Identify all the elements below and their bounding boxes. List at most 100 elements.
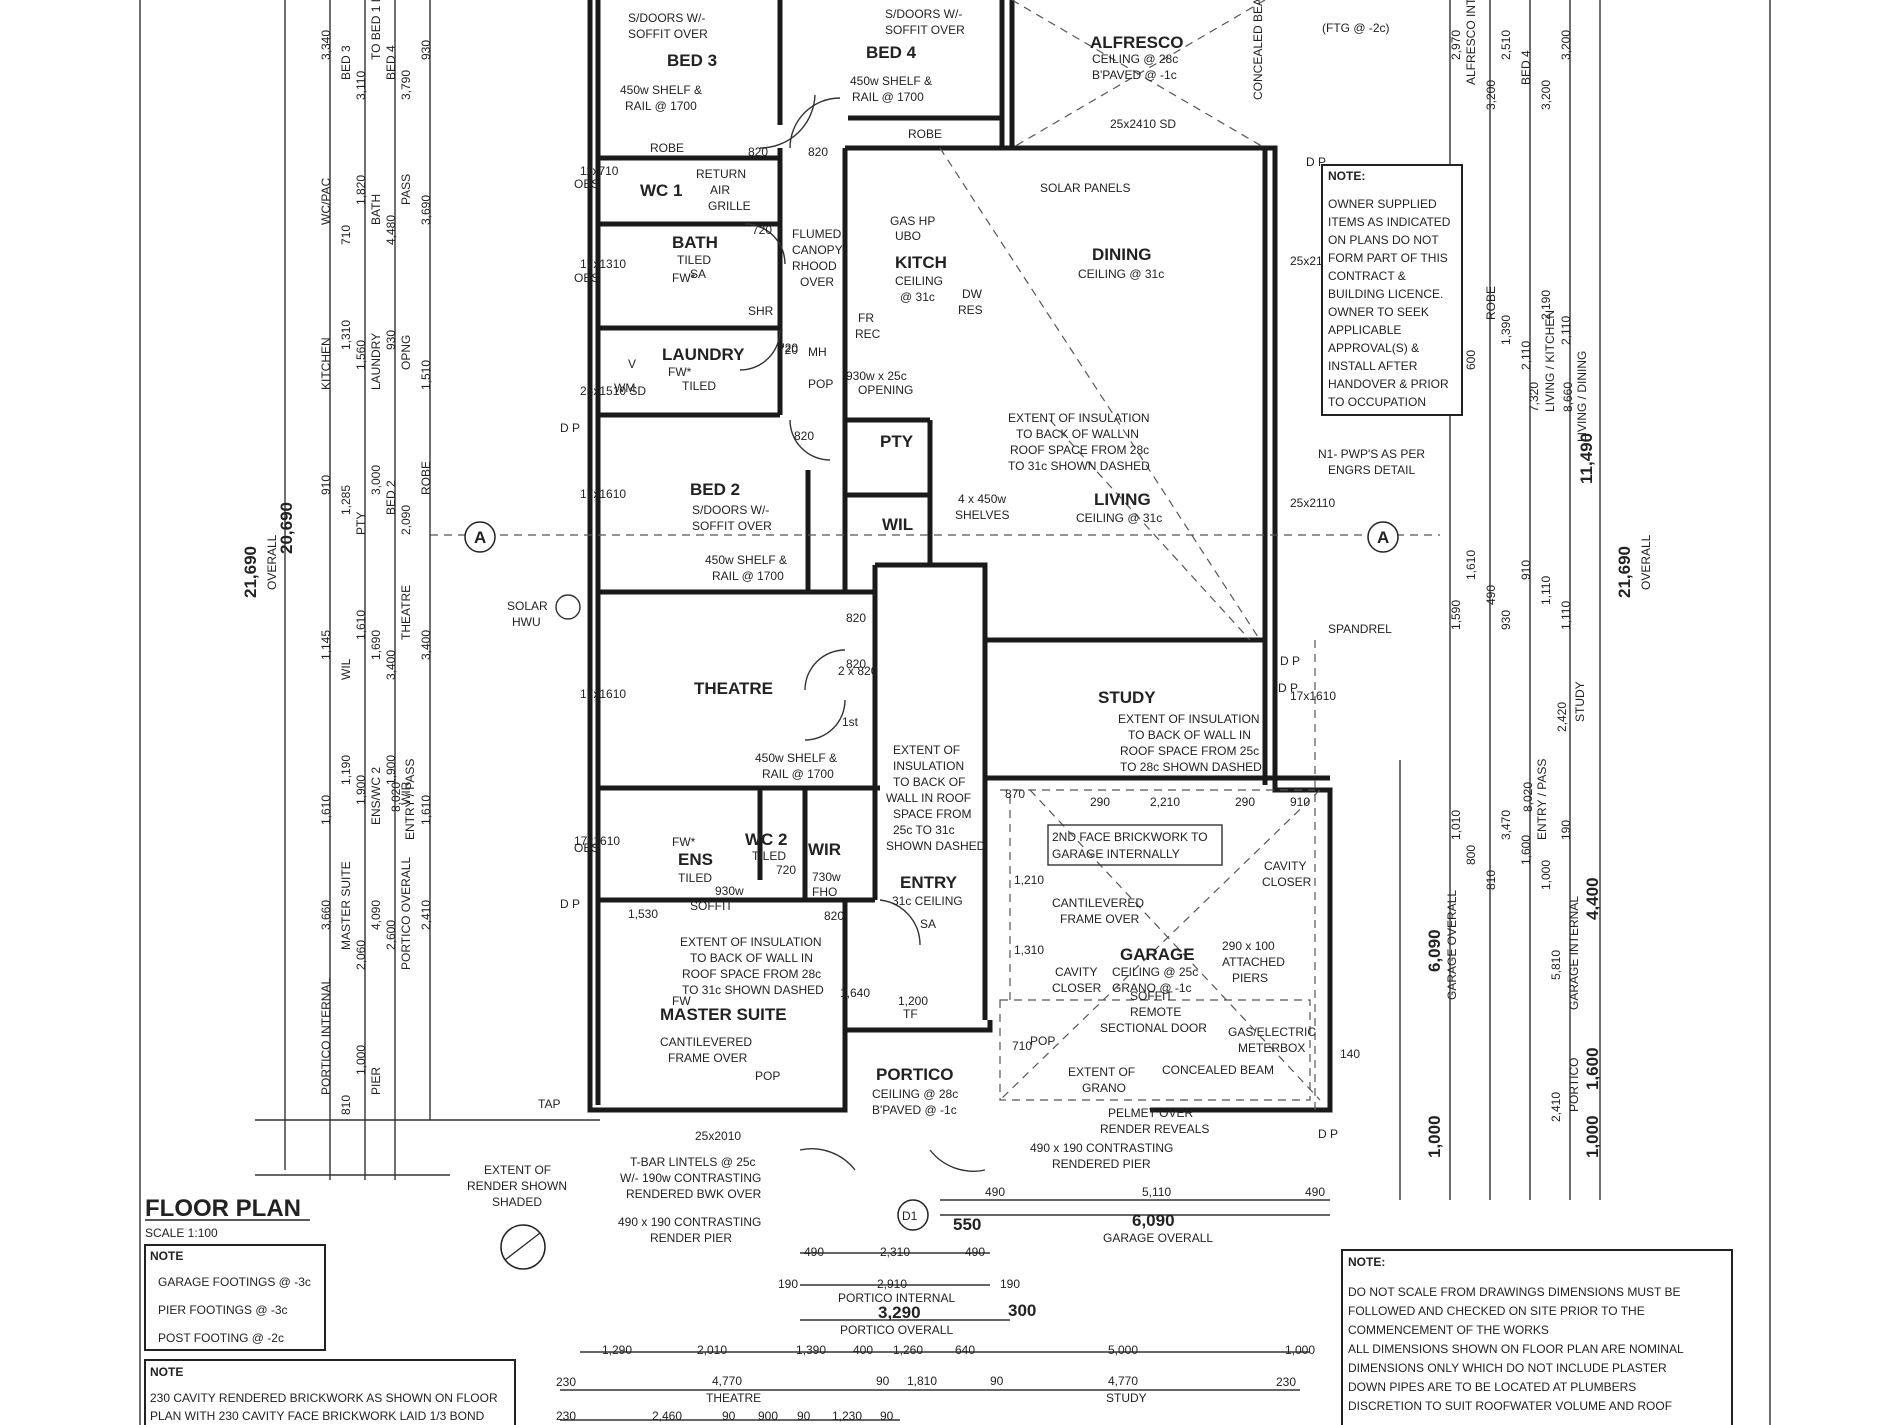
portico-paved: B'PAVED @ -1c <box>872 1103 957 1117</box>
garage-grano: GRANO @ -1c <box>1112 981 1192 995</box>
pelmet: PELMET OVER <box>1108 1106 1193 1120</box>
ins4: EXTENT OF INSULATION <box>680 935 822 949</box>
ins4b: TO BACK OF WALL IN <box>690 951 813 965</box>
right-col-dim: 1,000 <box>1539 860 1553 890</box>
bed3-rail: RAIL @ 1700 <box>625 99 697 113</box>
dim-4770b: 4,770 <box>1108 1374 1138 1388</box>
dim-90c: 90 <box>722 1409 736 1423</box>
general-note-line: DO NOT SCALE FROM DRAWINGS DIMENSIONS MU… <box>1348 1285 1680 1299</box>
cavity-closer-left: CAVITY <box>1055 965 1097 979</box>
left-col-dim: 1,900 <box>384 755 398 785</box>
solar-hwu2: HWU <box>512 615 541 629</box>
wc1-label: WC 1 <box>640 181 683 200</box>
portico-label: PORTICO <box>876 1065 953 1084</box>
portico-dim: 2,410 <box>1549 1092 1563 1122</box>
entry-pass-right-lbl: ENTRY / PASS <box>1535 759 1549 840</box>
remote2: SECTIONAL DOOR <box>1100 1021 1207 1035</box>
left-col-dim: 3,660 <box>319 900 333 930</box>
ens-tiled: TILED <box>678 871 712 885</box>
bed3-shelf: 450w SHELF & <box>620 83 702 97</box>
overall-left-lbl: OVERALL <box>265 534 279 590</box>
misc-label: 25x2410 SD <box>1110 117 1176 131</box>
right-col-dim: 1,610 <box>1464 550 1478 580</box>
alfresco-label: ALFRESCO <box>1090 33 1184 52</box>
pier-490: 490 x 190 CONTRASTING <box>1030 1141 1173 1155</box>
garage-top-dim: 290 <box>1090 795 1110 809</box>
garage-internal: 4,400 <box>1583 877 1602 920</box>
section-marker-icon <box>464 521 496 553</box>
left-col-dim: THEATRE <box>399 585 413 640</box>
left-col-dim: 710 <box>339 225 353 245</box>
dim-490c: 490 <box>804 1245 824 1259</box>
ens-label: ENS <box>678 850 713 869</box>
dim-490d: 490 <box>965 1245 985 1259</box>
misc-label: 140 <box>1340 1047 1360 1061</box>
dim-2010: 2,010 <box>697 1343 727 1357</box>
bed3-doors: S/DOORS W/- <box>628 11 705 25</box>
dim-230c: 230 <box>556 1409 576 1423</box>
misc-label: 1,530 <box>628 907 658 921</box>
theatre-shelf: 450w SHELF & <box>755 751 837 765</box>
duropost-ftg: (FTG @ -2c) <box>1322 21 1390 35</box>
left-col-dim: 930 <box>384 330 398 350</box>
footing-note-line: GARAGE FOOTINGS @ -3c <box>158 1275 311 1289</box>
pty-label: PTY <box>880 432 914 451</box>
render-extent2: RENDER SHOWN <box>467 1179 567 1193</box>
living-label: LIVING <box>1094 490 1151 509</box>
wir-label: WIR <box>808 840 841 859</box>
alfresco-paved: B'PAVED @ -1c <box>1092 68 1177 82</box>
left-col-dim: PASS <box>399 174 413 205</box>
brick-note-line: PLAN WITH 230 CAVITY FACE BRICKWORK LAID… <box>150 1409 485 1423</box>
insulation-note1d: TO 31c SHOWN DASHED <box>1008 459 1150 473</box>
return-air2: AIR <box>710 183 730 197</box>
left-col-dim: 3,340 <box>319 30 333 60</box>
misc-label: 820 <box>808 145 828 159</box>
owner-note-line: OWNER TO SEEK <box>1328 305 1429 319</box>
left-col-dim: LAUNDRY <box>369 333 383 390</box>
portico-ceiling: CEILING @ 28c <box>872 1087 958 1101</box>
grano-extent: EXTENT OF <box>1068 1065 1135 1079</box>
brick-note-box <box>1047 824 1223 866</box>
right-col-dim: 910 <box>1519 560 1533 580</box>
external-walls <box>587 0 1333 1113</box>
footing-note-line: PIER FOOTINGS @ -3c <box>158 1303 288 1317</box>
pelmet2: RENDER REVEALS <box>1100 1122 1209 1136</box>
dw-label: DW <box>962 287 983 301</box>
laundry-tiled: TILED <box>682 379 716 393</box>
dim-490b: 490 <box>1305 1185 1325 1199</box>
left-col-dim: 810 <box>339 1095 353 1115</box>
left-col-dim: BED 3 <box>339 45 353 80</box>
owner-note-line: ITEMS AS INDICATED <box>1328 215 1451 229</box>
misc-label: 720 <box>752 223 772 237</box>
owner-note-line: BUILDING LICENCE. <box>1328 287 1443 301</box>
owner-note-line: TO OCCUPATION <box>1328 395 1426 409</box>
dim-5000: 5,000 <box>1108 1343 1138 1357</box>
portico-internal: PORTICO INTERNAL <box>838 1291 955 1305</box>
opening-930: 930w x 25c <box>846 369 907 383</box>
render-extent3: SHADED <box>492 1195 542 1209</box>
left-col-dim: 1,560 <box>354 340 368 370</box>
portico-overall: PORTICO OVERALL <box>840 1323 953 1337</box>
wil-label: WIL <box>882 515 913 534</box>
v-label: V <box>628 357 636 371</box>
theatre-door: 2 x 820 <box>838 664 878 678</box>
piers3: PIERS <box>1232 971 1268 985</box>
ins2b: TO BACK OF WALL IN <box>1128 728 1251 742</box>
return-air: RETURN <box>696 167 746 181</box>
dim-6090: 6,090 <box>1132 1211 1175 1230</box>
right-col-dim: 490 <box>1484 585 1498 605</box>
right-col-dim: ROBE <box>1484 286 1498 320</box>
bath-fw: FW* <box>672 271 696 285</box>
living-dining-lbl: LIVING / DINING <box>1575 351 1589 442</box>
garage-overall-v-lbl: GARAGE OVERALL <box>1445 890 1459 1000</box>
owner-note-line: ON PLANS DO NOT <box>1328 233 1439 247</box>
solar-hwu: SOLAR <box>507 599 548 613</box>
left-col-dim: 910 <box>319 475 333 495</box>
brick-note: 2ND FACE BRICKWORK TO <box>1052 830 1208 844</box>
misc-label: 820 <box>824 909 844 923</box>
misc-label: TF <box>903 1007 918 1021</box>
garage-top-dim: 870 <box>1005 787 1025 801</box>
bed4-doors: S/DOORS W/- <box>885 7 962 21</box>
garage-internal-v: 5,810 <box>1549 950 1563 980</box>
